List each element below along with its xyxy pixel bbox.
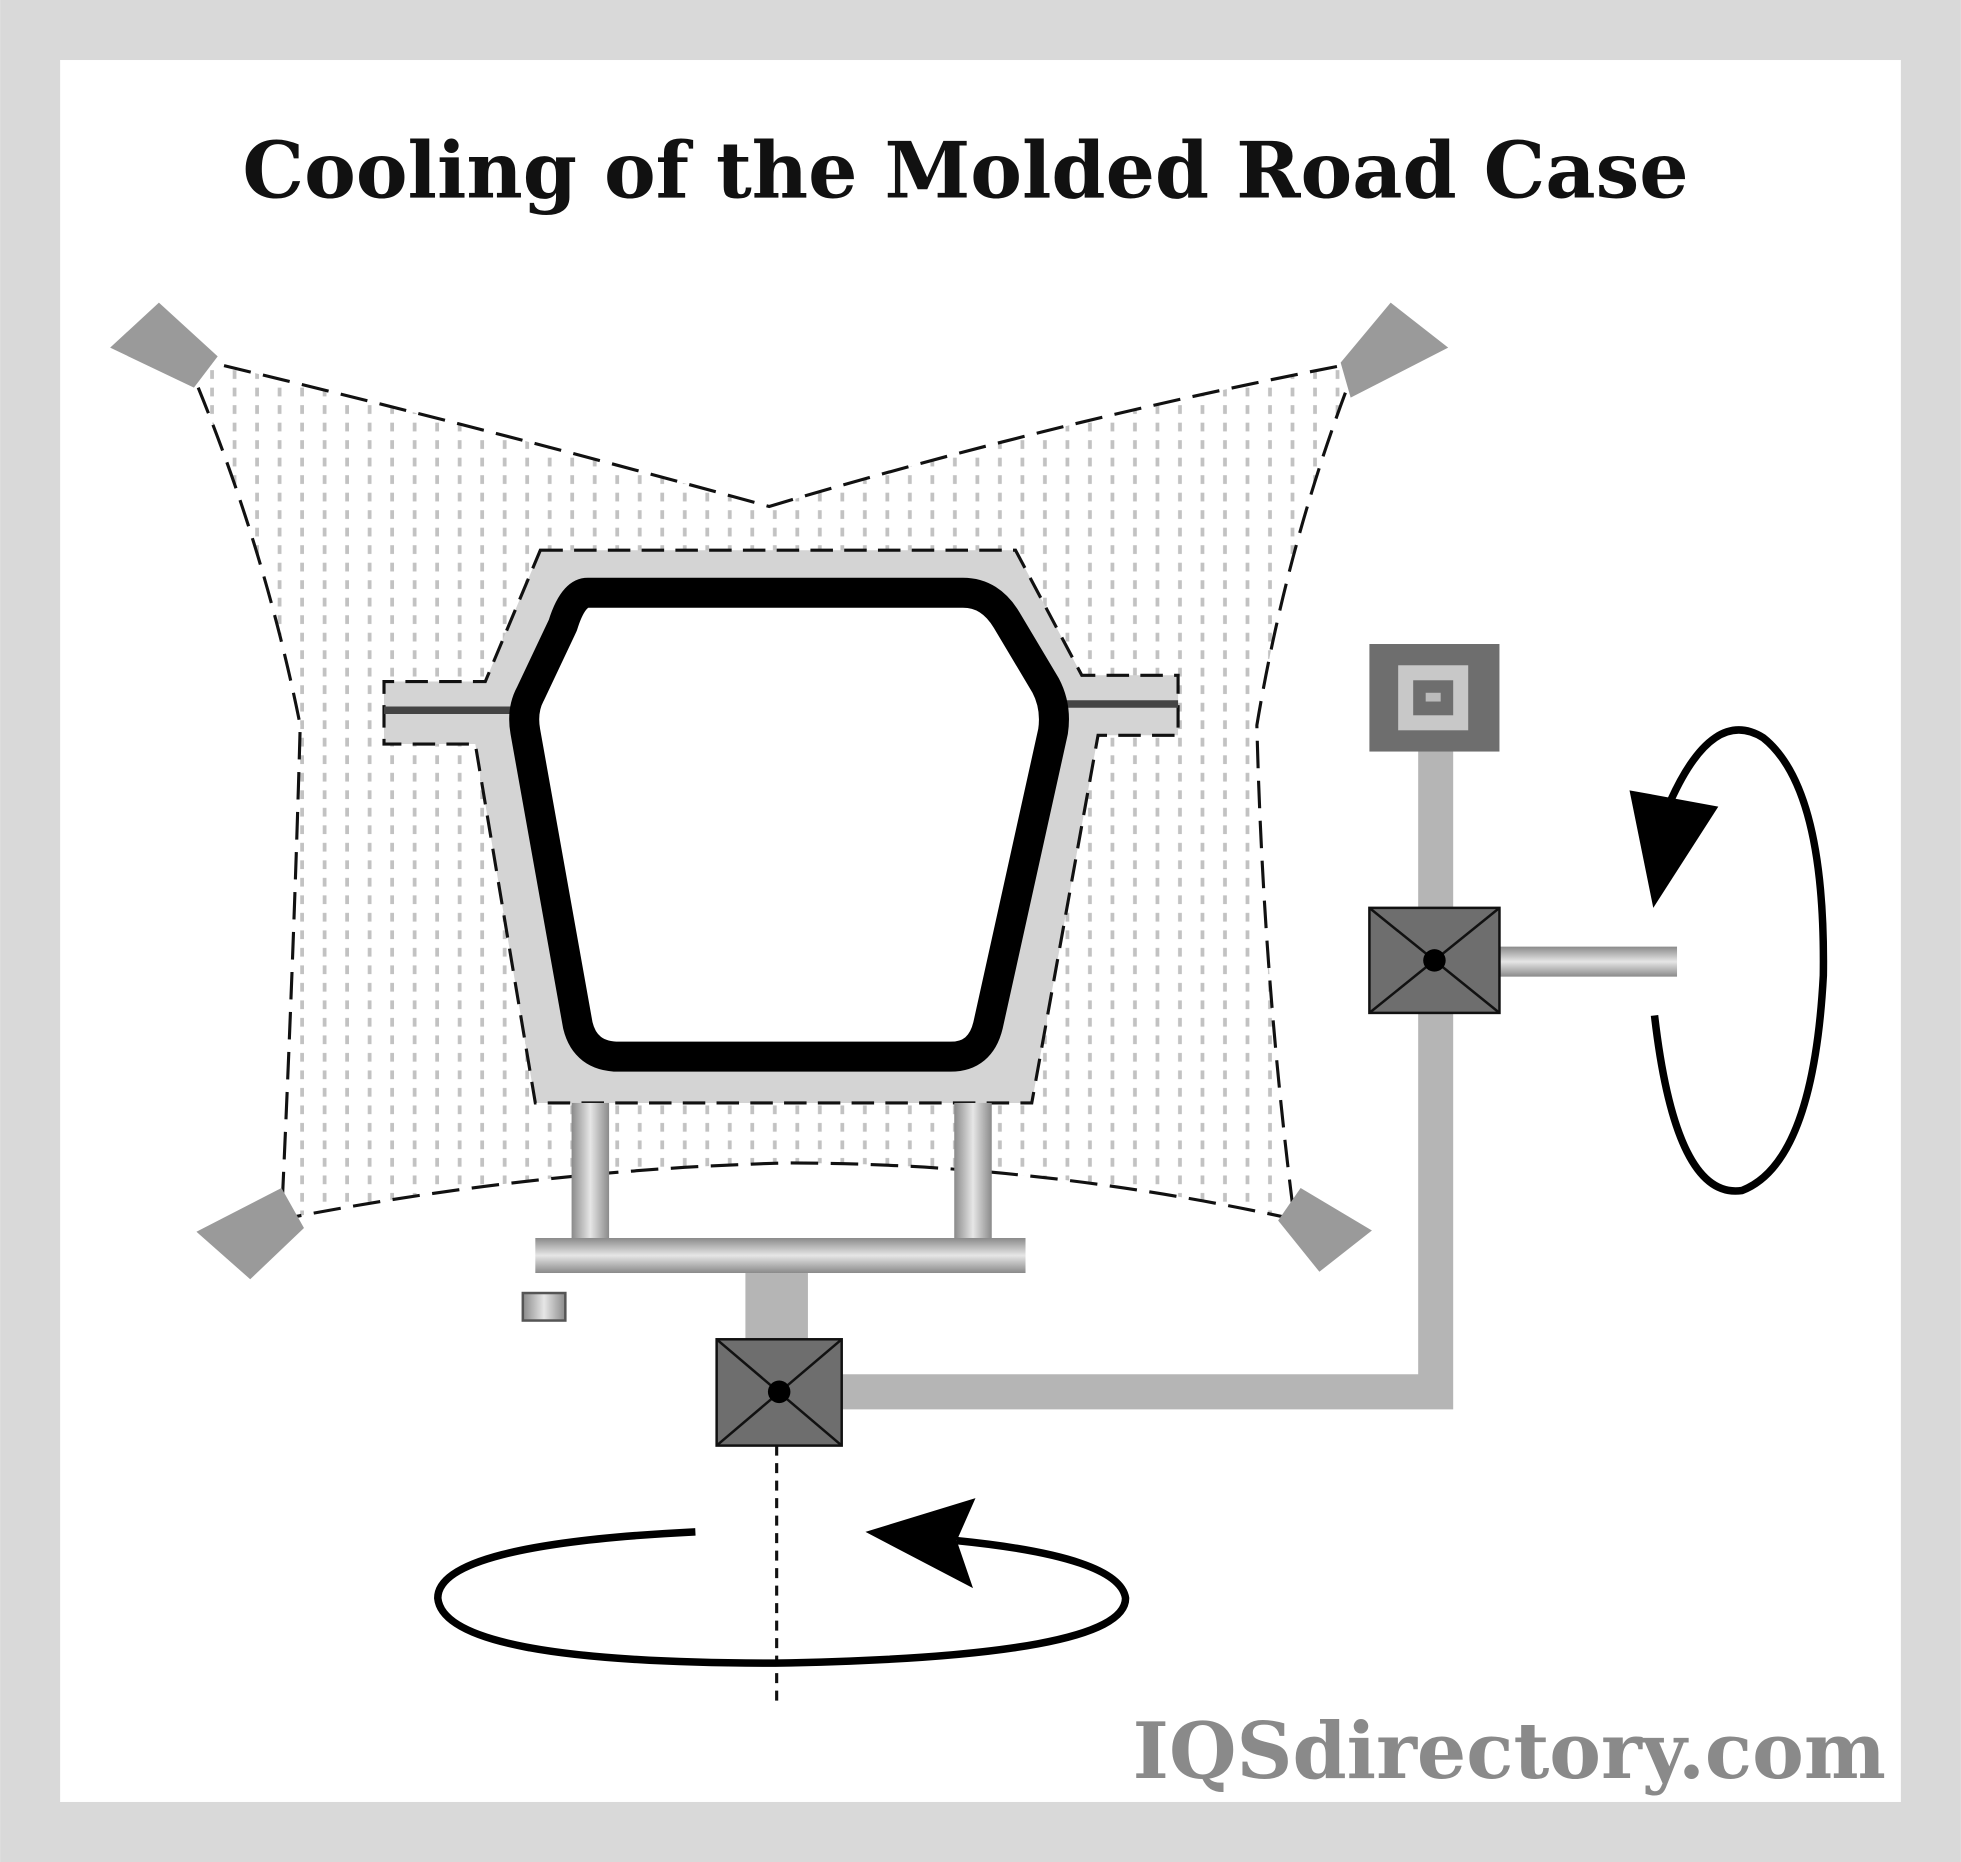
horizontal-rotation-arrow-icon <box>434 1498 1130 1667</box>
pivot-joint-lower-icon <box>715 1338 843 1447</box>
small-block <box>521 1291 567 1322</box>
vertical-rotation-arrow-icon <box>1629 726 1828 1195</box>
support-rod-left <box>571 1102 610 1238</box>
motor-box-center <box>1425 692 1441 702</box>
pivot-joint-upper-icon <box>1368 906 1501 1015</box>
diagram-title: Cooling of the Molded Road Case <box>242 126 1688 217</box>
support-rod-right <box>954 1102 992 1238</box>
vent-bottom-left-icon <box>196 1187 304 1280</box>
molded-road-case <box>509 577 1069 1072</box>
vent-top-left-icon <box>110 302 218 388</box>
vent-bottom-right-icon <box>1278 1187 1372 1272</box>
vent-top-right-icon <box>1340 302 1449 398</box>
brand-watermark: IQSdirectory.com <box>1133 1706 1886 1797</box>
arm-vertical-bottom <box>745 1273 808 1342</box>
arm-horizontal-rod <box>1498 946 1678 977</box>
support-crossbar <box>535 1237 1026 1274</box>
